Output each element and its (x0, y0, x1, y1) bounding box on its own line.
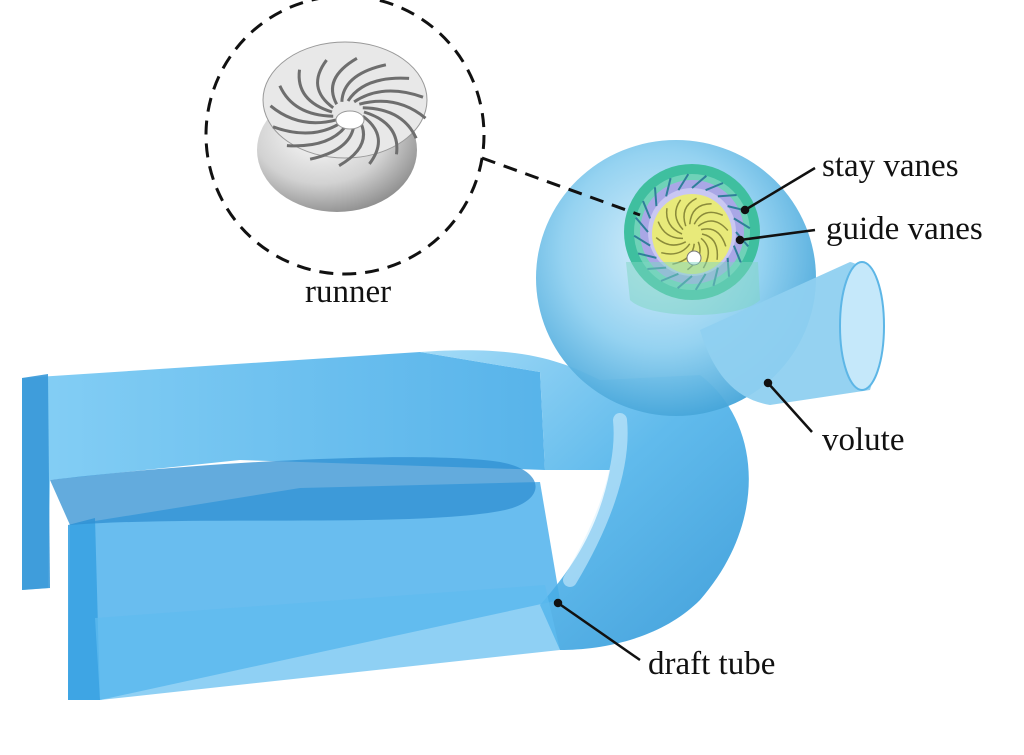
guide-vanes-leader-dot (735, 235, 745, 245)
runner-leader-line (481, 156, 641, 217)
draft-tube-upper-front (22, 374, 50, 590)
vane-mark (635, 217, 649, 233)
runner-inset-blade (362, 106, 418, 139)
runner-inset-blade (353, 89, 424, 104)
vane-mark (653, 187, 658, 207)
guide-vanes-label: guide vanes (826, 211, 983, 247)
draft-tube-elbow-highlight (563, 413, 628, 587)
runner-inset-blade (331, 57, 358, 105)
runner-blade-mark (657, 221, 684, 240)
volute-lower-shroud (626, 262, 760, 315)
draft-tube-bottom (95, 585, 560, 700)
runner-inset-blade (272, 120, 343, 135)
runner-inset-blade (278, 85, 334, 118)
vane-mark (733, 217, 751, 230)
vane-mark (717, 193, 737, 198)
runner-blade-mark (689, 203, 712, 225)
runner-inset-blade (346, 76, 410, 102)
runner-blade-mark (700, 228, 727, 247)
vane-mark (665, 177, 672, 197)
runner-inset-blade (361, 114, 380, 165)
draft-tube-elbow (420, 350, 749, 650)
vane-mark (677, 173, 690, 191)
draft-tube-splitter (50, 457, 536, 525)
vane-mark (691, 175, 707, 189)
runner-blade-mark (697, 220, 729, 231)
runner-inset-blade (316, 59, 335, 110)
vane-mark (642, 200, 652, 219)
draft-tube-label: draft tube (648, 646, 776, 682)
stay-vanes-label: stay vanes (822, 148, 959, 184)
runner-blade-mark (665, 208, 683, 235)
volute (536, 140, 885, 416)
runner-label: runner (305, 274, 392, 310)
runner-inset-blade (297, 69, 333, 114)
stay-vanes-leader-line (744, 166, 816, 212)
vane-mark (637, 252, 657, 259)
draft-tube-lower-front (68, 518, 100, 700)
vane-mark (633, 234, 651, 247)
draft-tube-leader-line (557, 601, 641, 662)
volute-inlet-pipe (700, 262, 881, 405)
vane-mark (705, 182, 724, 192)
runner-blade-mark (674, 199, 684, 231)
leader-lines (481, 156, 816, 662)
stay-vanes-leader-dot (740, 205, 750, 215)
runner-inset-dashed-circle (204, 0, 486, 276)
runner-inset (204, 0, 486, 276)
runner-image-eye (335, 110, 365, 130)
draft-tube-upper-channel (22, 352, 545, 590)
guide-vanes-leader-line (739, 228, 816, 242)
runner-inset-blade (269, 104, 338, 125)
volute-leader-line (767, 382, 813, 433)
runner-blade-mark (683, 197, 697, 227)
runner-inset-blade (340, 63, 387, 102)
runner-blade-mark (655, 236, 687, 246)
volute-label: volute (822, 422, 905, 458)
volute-leader-dot (763, 378, 773, 388)
draft-tube-leader-dot (553, 598, 563, 608)
runner-blade-mark (693, 211, 724, 225)
runner-image-top (262, 41, 428, 159)
runner-blade-mark (661, 243, 691, 255)
runner-inset-blade (358, 99, 427, 120)
runner-inset-blade (363, 110, 399, 155)
volute-inlet-opening (839, 261, 885, 391)
draft-tube (22, 350, 749, 700)
runner-blade-mark (701, 233, 719, 260)
vane-mark (732, 245, 742, 264)
